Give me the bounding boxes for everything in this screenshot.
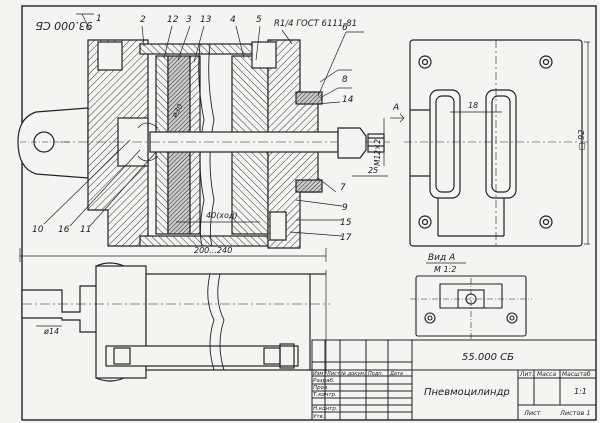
rod-end (337, 127, 367, 159)
title-block-mass: Масса (537, 371, 556, 378)
thread-note: R1/4 ГОСТ 6111-81 (274, 19, 357, 29)
title-block-code: 55.000 СБ (462, 352, 514, 363)
bottom-clevis (21, 285, 99, 333)
title-block-lit: Лит. (519, 371, 534, 378)
tube-wall-top (139, 43, 269, 55)
view-a-title: Вид А (428, 253, 455, 263)
row-header-list: Лист (326, 371, 341, 377)
part-label-17: 17 (340, 233, 352, 243)
role-nkontr: Н.контр. (313, 406, 338, 412)
part-label-14: 14 (342, 95, 354, 105)
part-label-5: 5 (256, 15, 262, 25)
clevis-lug (17, 107, 89, 179)
view-a-scale: М 1:2 (434, 265, 456, 274)
part-label-8: 8 (342, 75, 348, 85)
corner-code: 93.000 СБ (35, 19, 92, 32)
part-label-16: 16 (58, 225, 70, 235)
row-header-date: Дата (389, 371, 403, 377)
role-tkontr: Т.контр. (313, 392, 337, 398)
dim-dia14: ø14 (43, 327, 59, 336)
title-block-sheet: Лист (523, 409, 541, 417)
dim-stroke: 40(ход) (206, 211, 238, 220)
title-block (311, 339, 597, 421)
bottom-view (21, 262, 330, 382)
part-label-10: 10 (32, 225, 44, 235)
title-block-scale-header: Масштаб (562, 371, 591, 378)
title-block-name: Пневмоцилиндр (424, 387, 510, 398)
part-label-12: 12 (167, 15, 179, 25)
role-utv: Утв. (313, 414, 325, 420)
title-block-scale-value: 1:1 (574, 387, 587, 396)
part-label-9: 9 (342, 203, 348, 213)
title-block-text: 55.000 СБ Пневмоцилиндр Лит. Масса Масшт… (313, 352, 591, 420)
part-label-3: 3 (186, 15, 192, 25)
dim-square92: □ 92 (577, 130, 586, 150)
part-label-2: 2 (140, 15, 146, 25)
dim-18: 18 (468, 101, 478, 110)
main-section-view (17, 39, 390, 249)
part-label-4: 4 (230, 15, 236, 25)
part-label-1: 1 (96, 14, 102, 24)
part-label-11: 11 (80, 225, 91, 235)
role-prov: Пров. (313, 385, 329, 391)
part-label-13: 13 (200, 15, 212, 25)
tube-wall-bottom (139, 235, 269, 247)
view-a-drawing (410, 275, 532, 340)
part-label-15: 15 (340, 218, 352, 228)
view-a-arrow-label: А (392, 103, 399, 113)
dim-overall-length: 200...240 (194, 246, 232, 255)
row-header-izm: Изм (313, 371, 323, 377)
part-label-7: 7 (340, 183, 346, 193)
side-view (404, 39, 590, 247)
row-header-doc: № докум. (340, 371, 366, 377)
part-number-labels: 1 2 12 3 13 4 5 R1/4 ГОСТ 6111-81 6 8 14… (32, 14, 357, 243)
dim-25: 25 (368, 166, 378, 175)
sheet-frame (21, 5, 597, 421)
dim-thread: М12×2 (373, 139, 382, 166)
leader-lines (43, 13, 364, 237)
role-razrab: Разраб. (313, 378, 335, 384)
part-label-6: 6 (342, 23, 348, 33)
main-dimensions (19, 113, 405, 262)
title-block-sheets: Листов 1 (559, 409, 590, 417)
row-header-sign: Подп. (368, 371, 383, 377)
